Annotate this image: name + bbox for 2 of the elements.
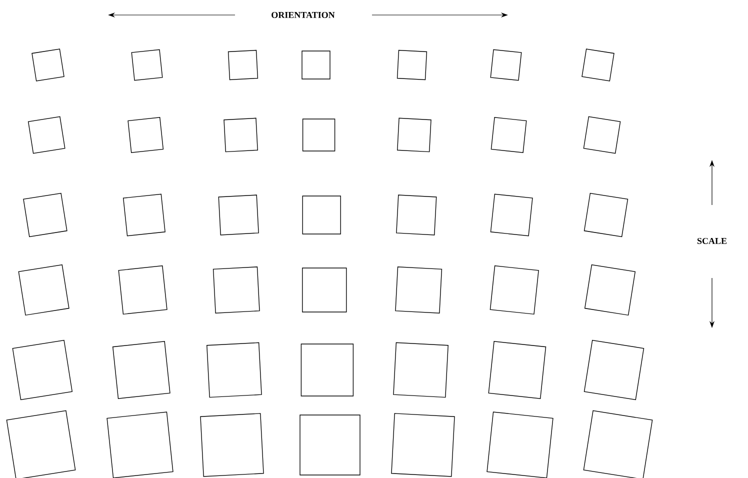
axis-label: SCALE [697, 238, 727, 244]
axis-label: ORIENTATION [272, 12, 335, 18]
